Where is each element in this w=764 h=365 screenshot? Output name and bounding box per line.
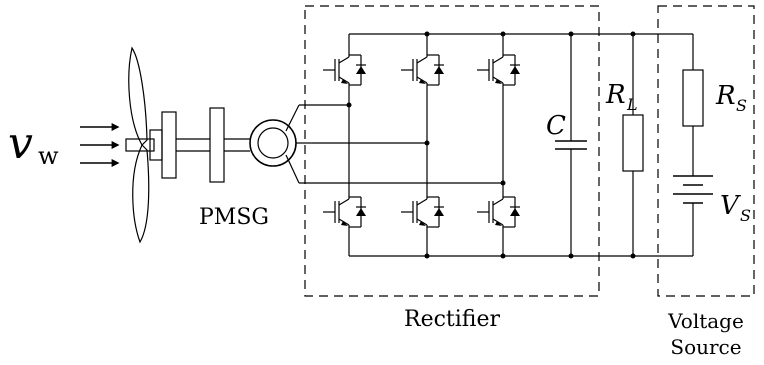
igbt-lower-c (476, 191, 521, 233)
dc-bus (349, 33, 693, 257)
voltage-source-label-line2: Source (670, 335, 741, 359)
source-voltage-label: V (720, 191, 741, 221)
source-voltage-subscript: S (740, 206, 751, 225)
wind-speed-subscript: w (38, 142, 59, 170)
generator-label: PMSG (199, 205, 269, 230)
source-resistor-subscript: S (736, 96, 747, 115)
igbt-lower-a (322, 191, 367, 233)
junction-dots (346, 31, 636, 259)
drive-shaft (149, 107, 250, 183)
capacitor-label: C (546, 111, 566, 141)
igbt-lower-b (400, 191, 445, 233)
turbine-blades (125, 46, 155, 244)
voltage-source-box (657, 5, 755, 297)
igbt-upper-c (476, 49, 521, 91)
voltage-source-label-line1: Voltage (667, 309, 744, 333)
igbt-upper-b (400, 49, 445, 91)
igbt-upper-a (322, 49, 367, 91)
source-resistor-label: R (715, 81, 736, 111)
phase-lines (299, 104, 503, 184)
load-resistor (622, 34, 644, 256)
wind-arrows (80, 123, 120, 167)
wind-speed-symbol: v (8, 118, 33, 169)
pmsg-generator (249, 104, 312, 184)
rectifier-label: Rectifier (404, 307, 500, 332)
rectifier-box (304, 5, 600, 297)
dc-link-capacitor (555, 34, 587, 256)
load-resistor-label: R (605, 80, 626, 110)
load-resistor-subscript: L (626, 95, 638, 114)
source-branch (673, 34, 713, 256)
